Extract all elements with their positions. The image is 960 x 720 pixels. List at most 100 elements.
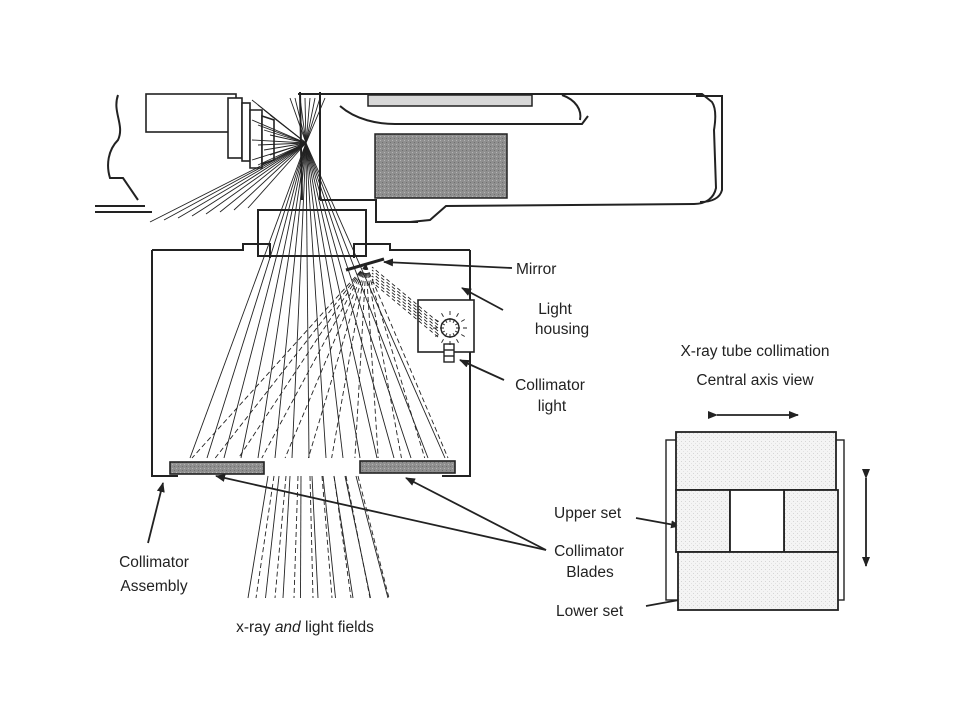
xray-ray: [305, 142, 310, 459]
light-ray: [365, 264, 449, 459]
light-ray: [284, 264, 367, 459]
anode-ray: [269, 134, 307, 144]
sweep-ray: [205, 142, 307, 215]
label-central-axis: Central axis view: [696, 372, 814, 389]
xray-ray: [305, 142, 446, 459]
upper-ray: [305, 97, 326, 144]
upper-ray: [304, 97, 307, 144]
upper-set-right-jaw: [783, 489, 839, 553]
light-beam: [191, 264, 449, 599]
bulb-to-mirror-ray: [371, 266, 439, 323]
upper-ray: [299, 97, 307, 144]
light-ray: [307, 264, 367, 459]
light-ray: [331, 264, 367, 459]
label-light-housing-1: Light: [538, 301, 572, 318]
mirror-plate: [345, 257, 385, 272]
housing-window: [367, 94, 533, 107]
port-filter: [257, 209, 367, 257]
bulb-ray: [439, 332, 448, 346]
xray-ray: [189, 142, 307, 459]
light-ray: [365, 264, 426, 459]
light-ray: [214, 264, 367, 459]
tube-stator: [374, 133, 508, 199]
xray-ray: [305, 142, 429, 459]
label-fields-prefix: x-ray: [236, 619, 275, 636]
xray-ray: [257, 142, 307, 459]
upper-ray: [305, 97, 316, 144]
xray-beam: [149, 97, 446, 599]
label-fields: x-ray and light fields: [236, 619, 374, 636]
light-field-ray: [321, 475, 333, 599]
anode-ray: [251, 139, 307, 144]
central-aperture: [729, 489, 785, 553]
anode-ray: [257, 124, 307, 144]
label-collimation-title: X-ray tube collimation: [680, 343, 829, 360]
bulb-ray: [452, 310, 461, 324]
light-ray: [354, 264, 367, 459]
sweep-ray: [149, 142, 307, 223]
bulb-ray: [439, 310, 448, 324]
xray-ray: [274, 142, 307, 459]
light-field-ray: [345, 475, 371, 599]
anode-ray: [263, 129, 307, 144]
label-fields-emph: and: [275, 619, 302, 636]
xray-ray: [223, 142, 307, 459]
field-ray: [355, 475, 389, 599]
light-field-ray: [274, 475, 287, 599]
leader-lines: [147, 258, 691, 607]
upper-set-arrow: [635, 517, 681, 529]
light-ray: [365, 264, 379, 459]
bulb-ray: [454, 317, 468, 326]
upper-ray: [289, 97, 307, 144]
bulb-to-mirror-ray: [371, 281, 439, 338]
label-light-housing-2: housing: [535, 321, 589, 338]
upper-set-blade: [675, 431, 837, 491]
field-ray: [300, 475, 302, 599]
lower-set-blade: [677, 551, 839, 611]
label-upper-set: Upper set: [554, 505, 622, 522]
light-ray: [365, 264, 402, 459]
field-ray: [247, 475, 269, 599]
mirror-arrow: [383, 258, 513, 269]
upper-ray: [294, 97, 307, 144]
xray-ray: [305, 142, 327, 459]
bulb-to-mirror-ray: [371, 272, 439, 329]
assembly-arrow: [147, 482, 165, 544]
bulb-rays: [371, 266, 470, 348]
light-housing-arrow: [461, 287, 504, 311]
label-collimator-assembly-2: Assembly: [120, 578, 187, 595]
light-ray: [238, 264, 367, 459]
anode-assembly: [145, 93, 275, 169]
light-field-ray: [357, 475, 390, 599]
anode-ray: [269, 114, 307, 144]
sweep-ray: [219, 142, 307, 213]
collimator-light-arrow: [459, 359, 505, 381]
label-collimator-light-1: Collimator: [515, 377, 585, 394]
xray-ray: [305, 142, 412, 459]
light-field-ray: [333, 475, 352, 599]
xray-ray: [291, 142, 307, 459]
xray-ray: [240, 142, 307, 459]
field-ray: [282, 475, 291, 599]
xray-ray: [305, 142, 395, 459]
upper-set-left-jaw: [675, 489, 731, 553]
sweep-ray: [191, 142, 307, 217]
upper-ray: [305, 97, 311, 144]
label-collimator-blades-2: Blades: [566, 564, 614, 581]
light-field-ray: [255, 475, 275, 599]
bulb-to-mirror-ray: [371, 278, 439, 335]
bulb-ray: [432, 317, 446, 326]
anode-ray: [263, 142, 307, 151]
field-ray: [265, 475, 280, 599]
light-field-ray: [293, 475, 299, 599]
label-collimator-blades-1: Collimator: [554, 543, 624, 560]
field-ray: [311, 475, 319, 599]
xray-ray: [305, 142, 378, 459]
label-fields-suffix: light fields: [301, 619, 374, 636]
label-collimator-light-2: light: [538, 398, 567, 415]
blades-arrow-right: [405, 477, 547, 551]
field-ray: [322, 475, 336, 599]
bulb-ray: [454, 330, 468, 339]
